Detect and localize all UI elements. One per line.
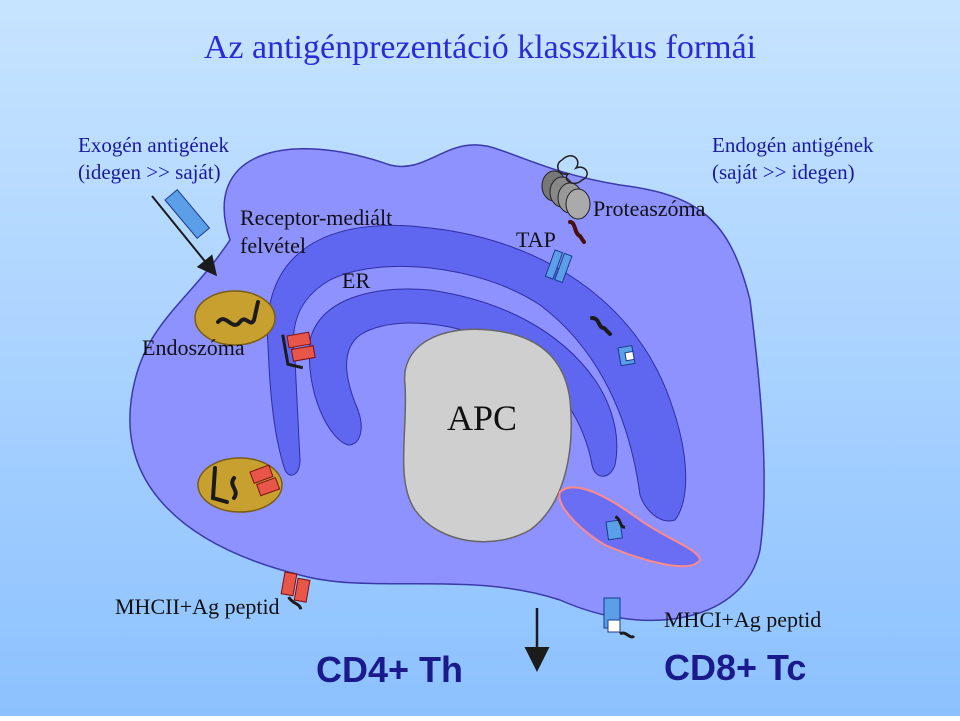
apc-label: APC — [447, 398, 517, 438]
endogen-label: Endogén antigének — [712, 133, 874, 157]
mhc-class-ii-icon — [281, 331, 316, 370]
slide-title: Az antigénprezentáció klasszikus formái — [204, 29, 756, 66]
proteasome-label: Proteaszóma — [593, 196, 706, 221]
tap-label: TAP — [516, 227, 556, 252]
er-inner-band — [308, 288, 618, 477]
mhc-class-ii-icon — [249, 464, 281, 497]
receptor-label: Receptor-mediált — [240, 205, 392, 230]
endosome-upper — [194, 290, 276, 346]
cd8-label: CD8+ Tc — [664, 647, 806, 688]
mhc-class-i-icon — [603, 597, 636, 639]
receptor-icon — [164, 189, 211, 240]
mhc2-label: MHCII+Ag peptid — [115, 594, 280, 619]
peptide-icon — [590, 316, 612, 336]
secretory-vesicle — [558, 486, 702, 568]
arrow-icon — [151, 195, 218, 277]
nucleus — [402, 328, 572, 543]
mhc-class-i-icon — [605, 515, 626, 541]
exogen-sublabel: (idegen >> saját) — [78, 160, 221, 184]
proteasome-icon — [541, 155, 591, 220]
mhc-class-ii-icon — [280, 571, 311, 610]
mhc-class-i-icon — [617, 344, 636, 367]
endosome-label: Endoszóma — [142, 335, 245, 360]
tap-transporter — [544, 249, 573, 284]
receptor-sublabel: felvétel — [240, 233, 306, 258]
exogen-label: Exogén antigének — [78, 133, 230, 157]
er-outer-band — [266, 224, 687, 522]
peptide-icon — [216, 300, 260, 327]
endogen-sublabel: (saját >> idegen) — [712, 160, 855, 184]
peptide-icon — [210, 466, 238, 504]
cd4-label: CD4+ Th — [316, 649, 463, 690]
mhc1-label: MHCI+Ag peptid — [664, 607, 821, 632]
er-label: ER — [342, 268, 370, 293]
peptide-icon — [568, 220, 586, 244]
